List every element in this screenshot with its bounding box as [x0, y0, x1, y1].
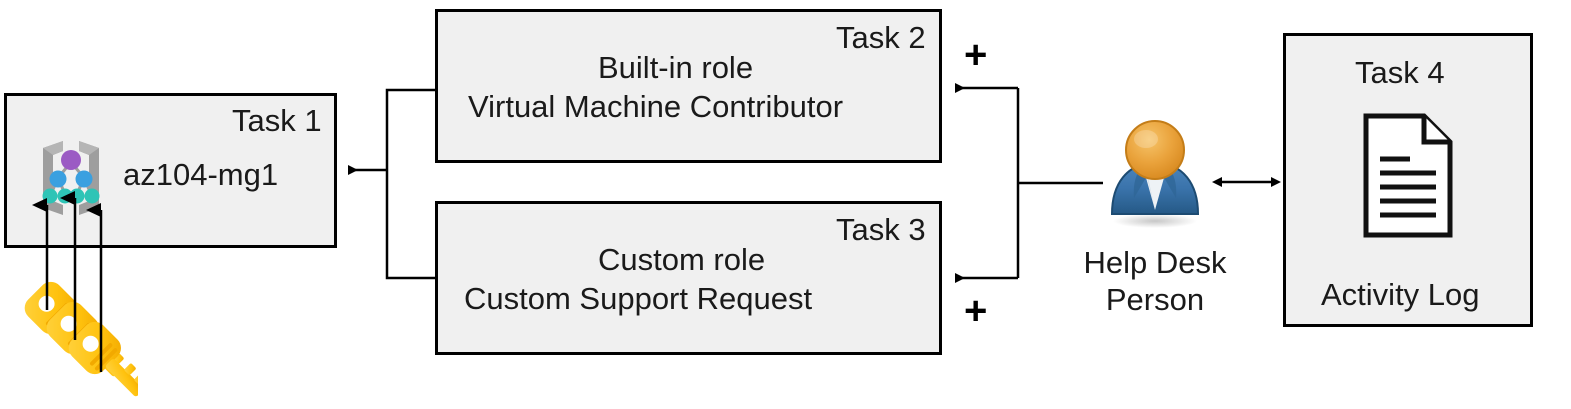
task1-label: az104-mg1 [123, 157, 279, 192]
task4-box[interactable] [1283, 33, 1533, 327]
document-icon [1362, 112, 1454, 239]
task3-line2: Custom Support Request [464, 281, 813, 316]
task3-title: Task 3 [836, 212, 926, 247]
task2-line2: Virtual Machine Contributor [468, 89, 844, 124]
connector-roles-to-mg [348, 88, 435, 280]
key-icon-group [18, 280, 146, 409]
plus-sign-bottom: + [964, 289, 988, 333]
person-caption-line1: Help Desk [1083, 245, 1227, 280]
task2-line1: Built-in role [598, 50, 754, 85]
plus-sign-top: + [964, 33, 988, 77]
task4-title: Task 4 [1355, 55, 1445, 90]
task3-box[interactable] [435, 201, 942, 355]
task2-box[interactable] [435, 9, 942, 163]
task4-label: Activity Log [1321, 277, 1480, 312]
person-caption-line2: Person [1105, 282, 1205, 318]
management-group-icon [29, 136, 113, 218]
task3-line1: Custom role [598, 242, 766, 277]
task1-box[interactable] [4, 93, 337, 248]
task2-title: Task 2 [836, 20, 926, 55]
task1-title: Task 1 [232, 103, 322, 138]
user-person-icon [1103, 118, 1207, 228]
person-caption: Help Desk Person [1050, 244, 1260, 318]
